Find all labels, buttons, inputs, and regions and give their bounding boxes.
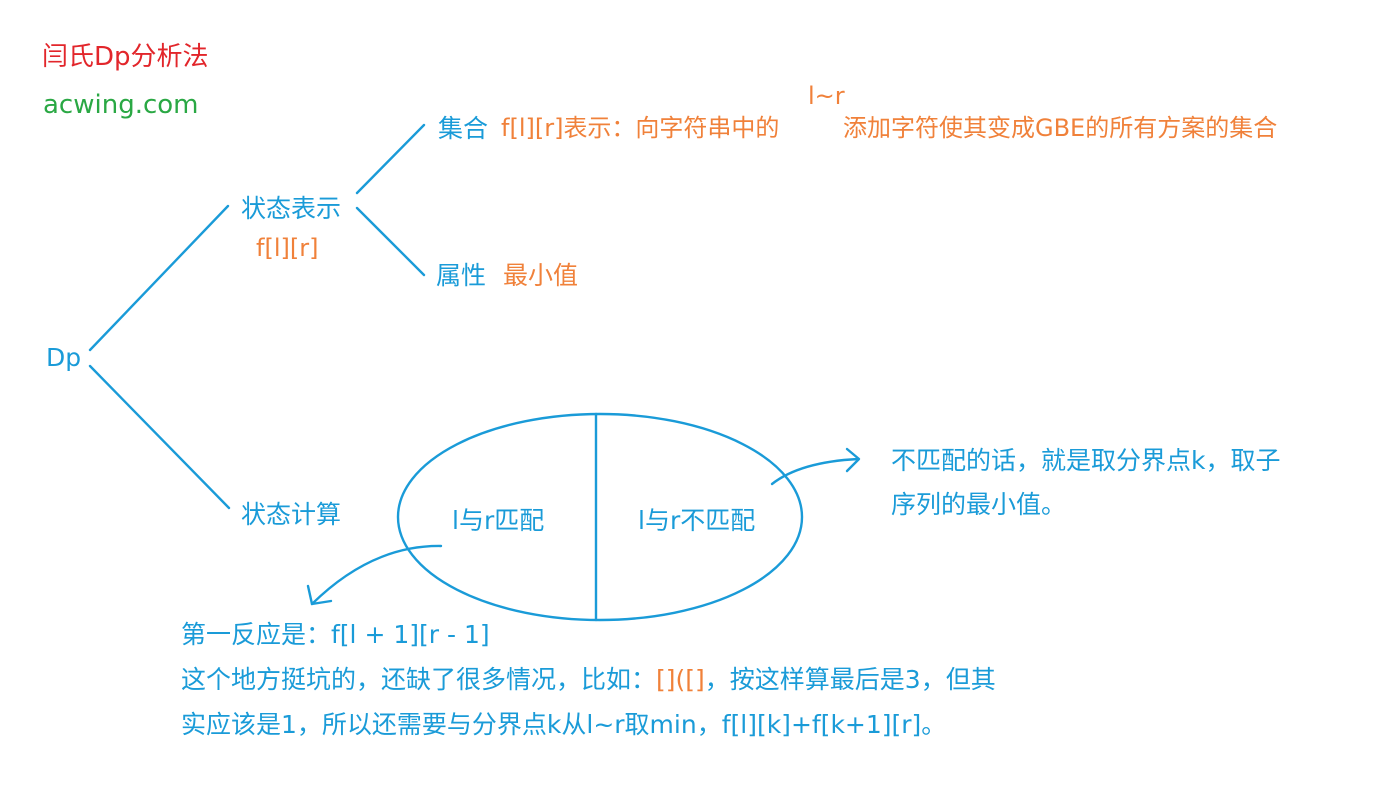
partition-ellipse [396, 412, 804, 622]
nomatch-note-line1: 不匹配的话，就是取分界点k，取子 [891, 446, 1281, 475]
set-description-start: f[l][r]表示：向字符串中的 [501, 114, 780, 142]
case-match: l与r匹配 [452, 506, 545, 535]
arrow-head-nomatch [845, 447, 861, 473]
branch-repr-to-set [355, 123, 426, 195]
match-note-line1: 第一反应是：f[l + 1][r - 1] [181, 620, 490, 649]
branch-dp-to-state-calc [88, 364, 231, 510]
match-note-line2: 这个地方挺坑的，还缺了很多情况，比如：[]([]，按这样算最后是3，但其 [181, 667, 996, 692]
match-note-line2-start: 这个地方挺坑的，还缺了很多情况，比如： [181, 665, 657, 694]
attribute-value: 最小值 [503, 261, 579, 290]
arrow-to-match-note [310, 544, 443, 606]
arrow-to-nomatch-note [770, 457, 860, 486]
node-set: 集合 [438, 114, 489, 143]
match-note-line3: 实应该是1，所以还需要与分界点k从l~r取min，f[l][k]+f[k+1][… [181, 710, 947, 739]
match-note-line2-end: ，按这样算最后是3，但其 [704, 665, 996, 694]
state-repr-notation: f[l][r] [256, 234, 319, 262]
branch-repr-to-attribute [355, 206, 426, 277]
node-state-repr: 状态表示 [241, 194, 342, 223]
nomatch-note-line2: 序列的最小值。 [891, 490, 1067, 519]
root-node-dp: Dp [46, 343, 82, 372]
match-note-example: []([] [656, 665, 705, 694]
site-label: acwing.com [43, 90, 199, 120]
branch-dp-to-state-repr [88, 204, 230, 352]
set-range-annotation: l~r [808, 82, 845, 110]
set-description-end: 添加字符使其变成GBE的所有方案的集合 [843, 114, 1278, 142]
node-state-calc: 状态计算 [241, 500, 342, 529]
page-title: 闫氏Dp分析法 [42, 42, 209, 72]
case-nomatch: l与r不匹配 [638, 506, 756, 535]
arrow-head-match [306, 584, 333, 606]
node-attribute: 属性 [436, 261, 487, 290]
